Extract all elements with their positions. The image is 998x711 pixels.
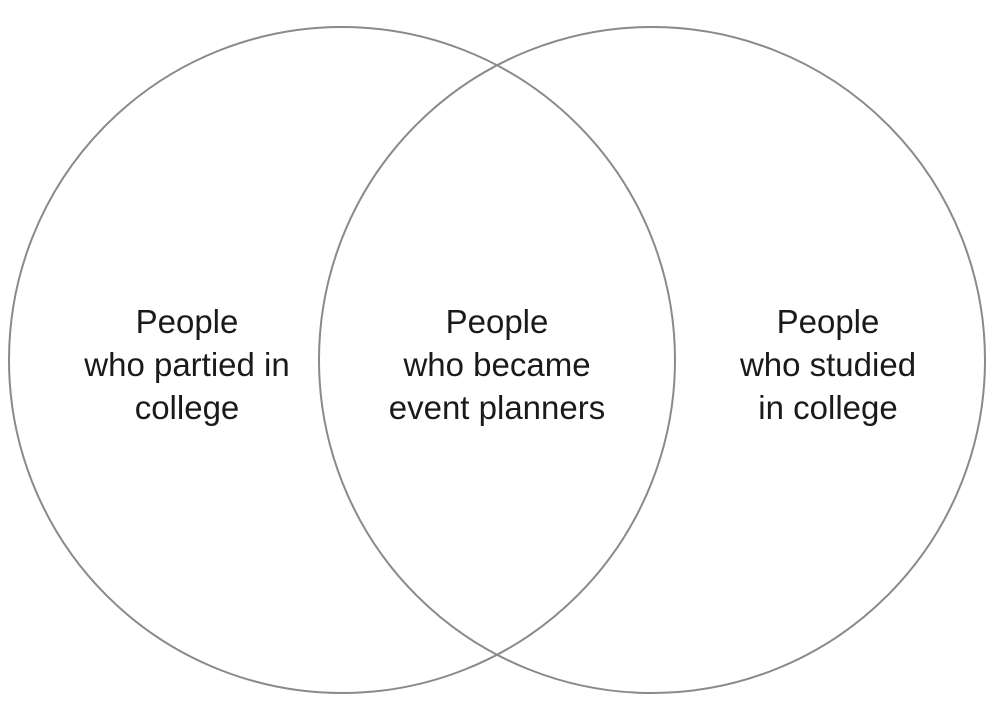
right-set-label-line: who studied xyxy=(739,346,917,383)
right-set-label: People who studied in college xyxy=(678,300,978,429)
intersection-label: People who became event planners xyxy=(347,300,647,429)
left-set-label: People who partied in college xyxy=(37,300,337,429)
right-set-label-line: People xyxy=(776,303,880,340)
left-set-circle xyxy=(8,26,676,694)
left-set-label-line: who partied in xyxy=(84,346,290,383)
intersection-label-line: who became xyxy=(403,346,591,383)
right-set-label-line: in college xyxy=(758,389,898,426)
intersection-label-line: People xyxy=(445,303,549,340)
right-set-circle xyxy=(318,26,986,694)
left-set-label-line: People xyxy=(135,303,239,340)
left-set-label-line: college xyxy=(134,389,240,426)
intersection-label-line: event planners xyxy=(388,389,606,426)
